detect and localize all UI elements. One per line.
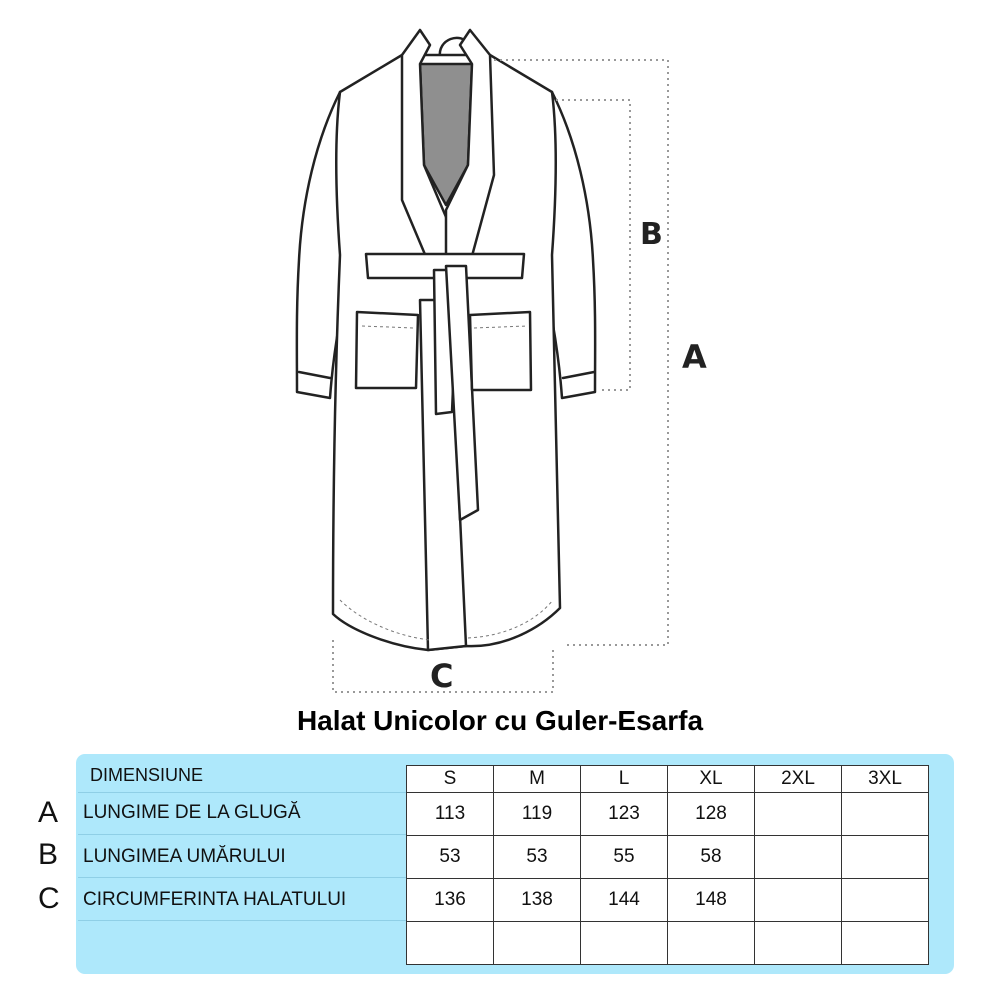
dimension-b-label: B <box>640 217 663 252</box>
table-row: 53 53 55 58 <box>406 835 929 879</box>
table-cell <box>667 921 755 965</box>
table-cell: 138 <box>493 878 581 922</box>
dimension-c-guide <box>332 640 554 693</box>
dimension-a-guide <box>494 59 669 646</box>
row-divider <box>78 834 406 835</box>
table-cell: 113 <box>406 792 494 836</box>
row-letter-c: C <box>38 882 60 915</box>
right-pocket <box>468 310 533 392</box>
table-cell: 53 <box>493 835 581 879</box>
size-header: XL <box>667 765 755 793</box>
size-header-row: S M L XL 2XL 3XL <box>406 765 929 793</box>
table-cell: 123 <box>580 792 668 836</box>
table-cell <box>754 792 842 836</box>
table-cell: 55 <box>580 835 668 879</box>
table-cell <box>754 921 842 965</box>
row-label-c: CIRCUMFERINTA HALATULUI <box>83 889 347 910</box>
table-cell <box>841 921 929 965</box>
table-cell <box>493 921 581 965</box>
size-grid: S M L XL 2XL 3XL 113 119 123 128 53 53 5… <box>406 765 929 965</box>
table-cell <box>754 878 842 922</box>
table-row: 113 119 123 128 <box>406 792 929 836</box>
table-cell <box>841 792 929 836</box>
table-cell <box>841 878 929 922</box>
size-header: 2XL <box>754 765 842 793</box>
table-cell: 136 <box>406 878 494 922</box>
table-cell: 128 <box>667 792 755 836</box>
row-divider <box>78 792 406 793</box>
row-label-b: LUNGIMEA UMĂRULUI <box>83 846 286 867</box>
size-header: L <box>580 765 668 793</box>
table-cell <box>406 921 494 965</box>
table-cell <box>580 921 668 965</box>
size-header: M <box>493 765 581 793</box>
product-title: Halat Unicolor cu Guler-Esarfa <box>296 705 704 736</box>
table-row: 136 138 144 148 <box>406 878 929 922</box>
table-cell: 53 <box>406 835 494 879</box>
dimension-c-label: C <box>430 657 453 695</box>
row-divider <box>78 920 406 921</box>
table-cell <box>754 835 842 879</box>
row-letter-b: B <box>38 838 59 871</box>
belt-tail-right <box>444 264 480 522</box>
row-letter-a: A <box>38 796 59 829</box>
dimension-b-guide <box>556 99 631 391</box>
table-row <box>406 921 929 965</box>
row-divider <box>78 877 406 878</box>
size-header: 3XL <box>841 765 929 793</box>
right-lapel <box>444 28 496 258</box>
header-label: DIMENSIUNE <box>90 765 204 785</box>
dimension-a-label: A <box>682 338 707 376</box>
row-label-a: LUNGIME DE LA GLUGĂ <box>83 802 301 823</box>
left-pocket <box>354 310 420 390</box>
table-cell: 148 <box>667 878 755 922</box>
table-cell: 119 <box>493 792 581 836</box>
table-cell: 58 <box>667 835 755 879</box>
size-header: S <box>406 765 494 793</box>
bathrobe-illustration: A B C <box>295 28 707 695</box>
table-cell: 144 <box>580 878 668 922</box>
table-cell <box>841 835 929 879</box>
